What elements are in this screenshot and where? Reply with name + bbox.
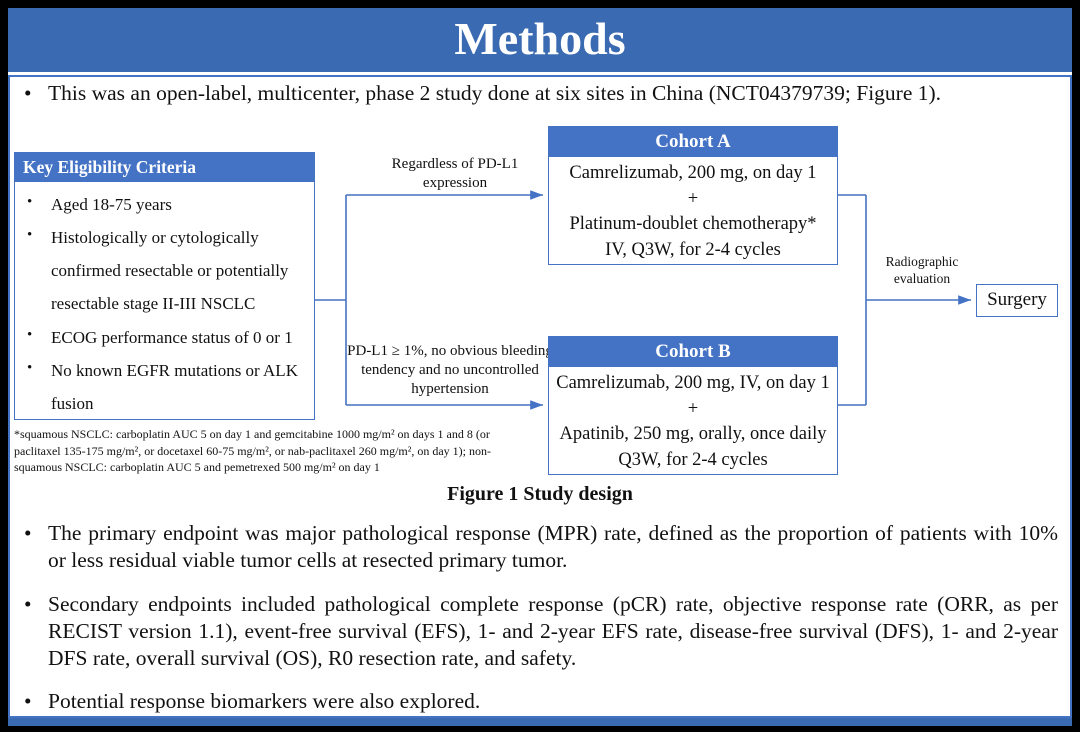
path-b-label: PD-L1 ≥ 1%, no obvious bleeding tendency… [347, 343, 553, 397]
endpoint-bullet: The primary endpoint was major pathologi… [22, 520, 1058, 574]
eligibility-header: Key Eligibility Criteria [15, 153, 314, 182]
cohort-a-header: Cohort A [549, 127, 837, 157]
intro-bullet: This was an open-label, multicenter, pha… [22, 80, 1054, 107]
eligibility-item: Aged 18-75 years [25, 188, 308, 221]
cohort-a-box: Cohort A Camrelizumab, 200 mg, on day 1 … [548, 126, 838, 265]
eligibility-item: Histologically or cytologically confirme… [25, 221, 308, 320]
cohort-a-line: + [687, 188, 699, 209]
cohort-a-body: Camrelizumab, 200 mg, on day 1 + Platinu… [549, 157, 837, 263]
endpoint-bullet: Secondary endpoints included pathologica… [22, 591, 1058, 672]
cohort-b-line: Q3W, for 2-4 cycles [618, 449, 768, 470]
eligibility-item: No known EGFR mutations or ALK fusion [25, 354, 308, 420]
bottom-accent-strip [8, 718, 1072, 726]
eligibility-list: Aged 18-75 years Histologically or cytol… [15, 182, 314, 420]
title-bar: Methods [8, 8, 1072, 72]
evaluation-label: Radiographic evaluation [885, 254, 959, 286]
cohort-a-line: Platinum-doublet chemotherapy* [569, 214, 817, 234]
cohort-b-line: + [687, 398, 699, 419]
endpoint-bullet: Potential response biomarkers were also … [22, 688, 1058, 715]
endpoints-section: The primary endpoint was major pathologi… [22, 520, 1058, 715]
cohort-a-line: IV, Q3W, for 2-4 cycles [605, 239, 781, 260]
cohort-b-header: Cohort B [549, 337, 837, 367]
chemotherapy-footnote: *squamous NSCLC: carboplatin AUC 5 on da… [14, 427, 492, 475]
cohort-b-body: Camrelizumab, 200 mg, IV, on day 1 + Apa… [549, 367, 837, 473]
slide-title: Methods [454, 13, 626, 64]
eligibility-box: Key Eligibility Criteria Aged 18-75 year… [14, 152, 315, 420]
cohort-b-line: Apatinib, 250 mg, orally, once daily [559, 424, 827, 444]
surgery-box: Surgery [976, 284, 1058, 317]
cohort-a-line: Camrelizumab, 200 mg, on day 1 [569, 163, 817, 183]
cohort-b-box: Cohort B Camrelizumab, 200 mg, IV, on da… [548, 336, 838, 475]
eligibility-item: ECOG performance status of 0 or 1 [25, 321, 308, 354]
path-a-label: Regardless of PD-L1 expression [391, 156, 519, 191]
figure-caption: Figure 1 Study design [447, 483, 633, 505]
cohort-b-line: Camrelizumab, 200 mg, IV, on day 1 [556, 373, 830, 393]
